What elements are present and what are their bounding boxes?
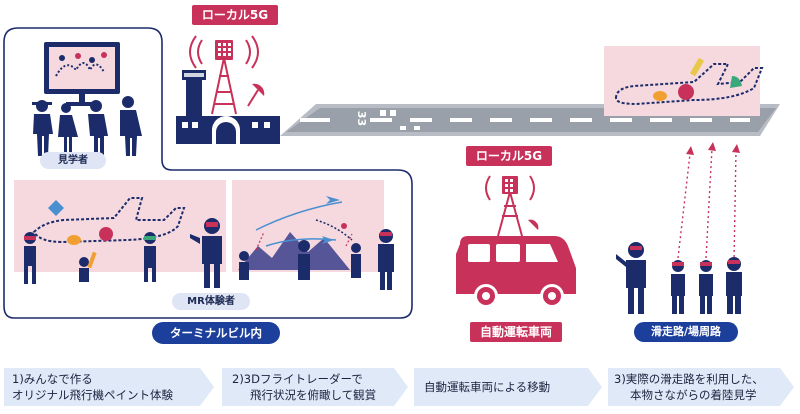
runway-area-label: 滑走路/場周路 (634, 322, 738, 342)
step-1: 1)みんなで作る オリジナル飛行機ペイント体験 (4, 368, 214, 406)
step-3: 自動運転車両による移動 (414, 368, 602, 406)
step-2-line2: 飛行状況を俯瞰して観賞 (250, 388, 377, 402)
step-2-line1: 2)3Dフライトレーダーで (232, 372, 363, 386)
step-2: 2)3Dフライトレーダーで 飛行状況を俯瞰して観賞 (222, 368, 408, 406)
mr-painting-illustration (24, 197, 186, 284)
autonomous-vehicle-label: 自動運転車両 (470, 322, 562, 342)
step-4-line2: 本物さながらの着陸見学 (630, 388, 757, 402)
runway-observers-illustration (616, 142, 742, 314)
runway-marking: 33 (355, 110, 369, 127)
visitors-label: 見学者 (40, 152, 106, 169)
control-tower-illustration (176, 35, 280, 144)
step-3-line1: 自動運転車両による移動 (424, 380, 551, 394)
mr-painting-panel (14, 180, 226, 272)
autonomous-vehicle-illustration (456, 175, 576, 308)
mr-users-label: MR体験者 (172, 293, 250, 310)
step-1-line1: 1)みんなで作る (12, 372, 93, 386)
landing-plane (614, 57, 764, 106)
step-1-line2: オリジナル飛行機ペイント体験 (12, 388, 173, 402)
step-4-line1: 3)実際の滑走路を利用した、 (614, 372, 764, 386)
local5g-tag-top: ローカル5G (192, 5, 278, 25)
mr-radar-illustration (190, 196, 394, 290)
terminal-building-label: ターミナルビル内 (152, 322, 280, 344)
step-4: 3)実際の滑走路を利用した、 本物さながらの着陸見学 (608, 368, 794, 406)
local5g-tag-mid: ローカル5G (466, 146, 552, 166)
visitors-illustration (32, 42, 142, 156)
